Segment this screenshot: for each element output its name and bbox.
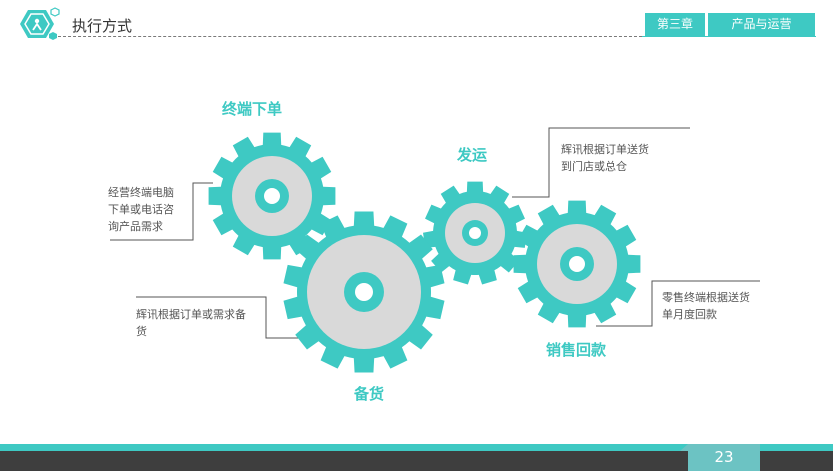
- footer-accent-bar: [0, 444, 833, 451]
- page-title: 执行方式: [72, 17, 133, 35]
- gear-ship: [423, 181, 527, 285]
- gear-label-stock: 备货: [354, 385, 385, 403]
- gear-payment: [513, 200, 641, 328]
- gear-desc-ship: 辉讯根据订单送货 到门店或总仓: [561, 143, 649, 173]
- gear-order-hole: [264, 188, 280, 204]
- page-number: 23: [688, 444, 760, 471]
- gear-label-ship: 发运: [457, 146, 488, 164]
- footer-bar: [0, 451, 833, 471]
- connector-line-3: [512, 127, 690, 198]
- connector-line-4: [596, 280, 760, 327]
- gear-stock: [283, 211, 445, 373]
- connector-line-1: [110, 182, 213, 241]
- gear-ship-hole: [469, 227, 481, 239]
- page-tab-notch: [680, 444, 688, 451]
- gear-payment-hole: [569, 256, 585, 272]
- gear-stock-hole: [355, 283, 373, 301]
- gear-label-payment: 销售回款: [546, 341, 607, 359]
- header-divider: [58, 36, 642, 37]
- gear-desc-order: 经营终端电脑 下单或电话咨 询产品需求: [108, 186, 174, 233]
- gear-order: [208, 132, 336, 260]
- gear-desc-stock: 辉讯根据订单或需求备 货: [136, 308, 246, 338]
- section-tab[interactable]: 产品与运营: [708, 13, 815, 36]
- connector-line-2: [136, 296, 300, 339]
- chapter-tab[interactable]: 第三章: [645, 13, 705, 36]
- gear-desc-payment: 零售终端根据送货 单月度回款: [662, 291, 750, 321]
- gear-label-order: 终端下单: [222, 100, 283, 118]
- logo-icon: [20, 7, 60, 40]
- header-divider-accent: [642, 36, 816, 37]
